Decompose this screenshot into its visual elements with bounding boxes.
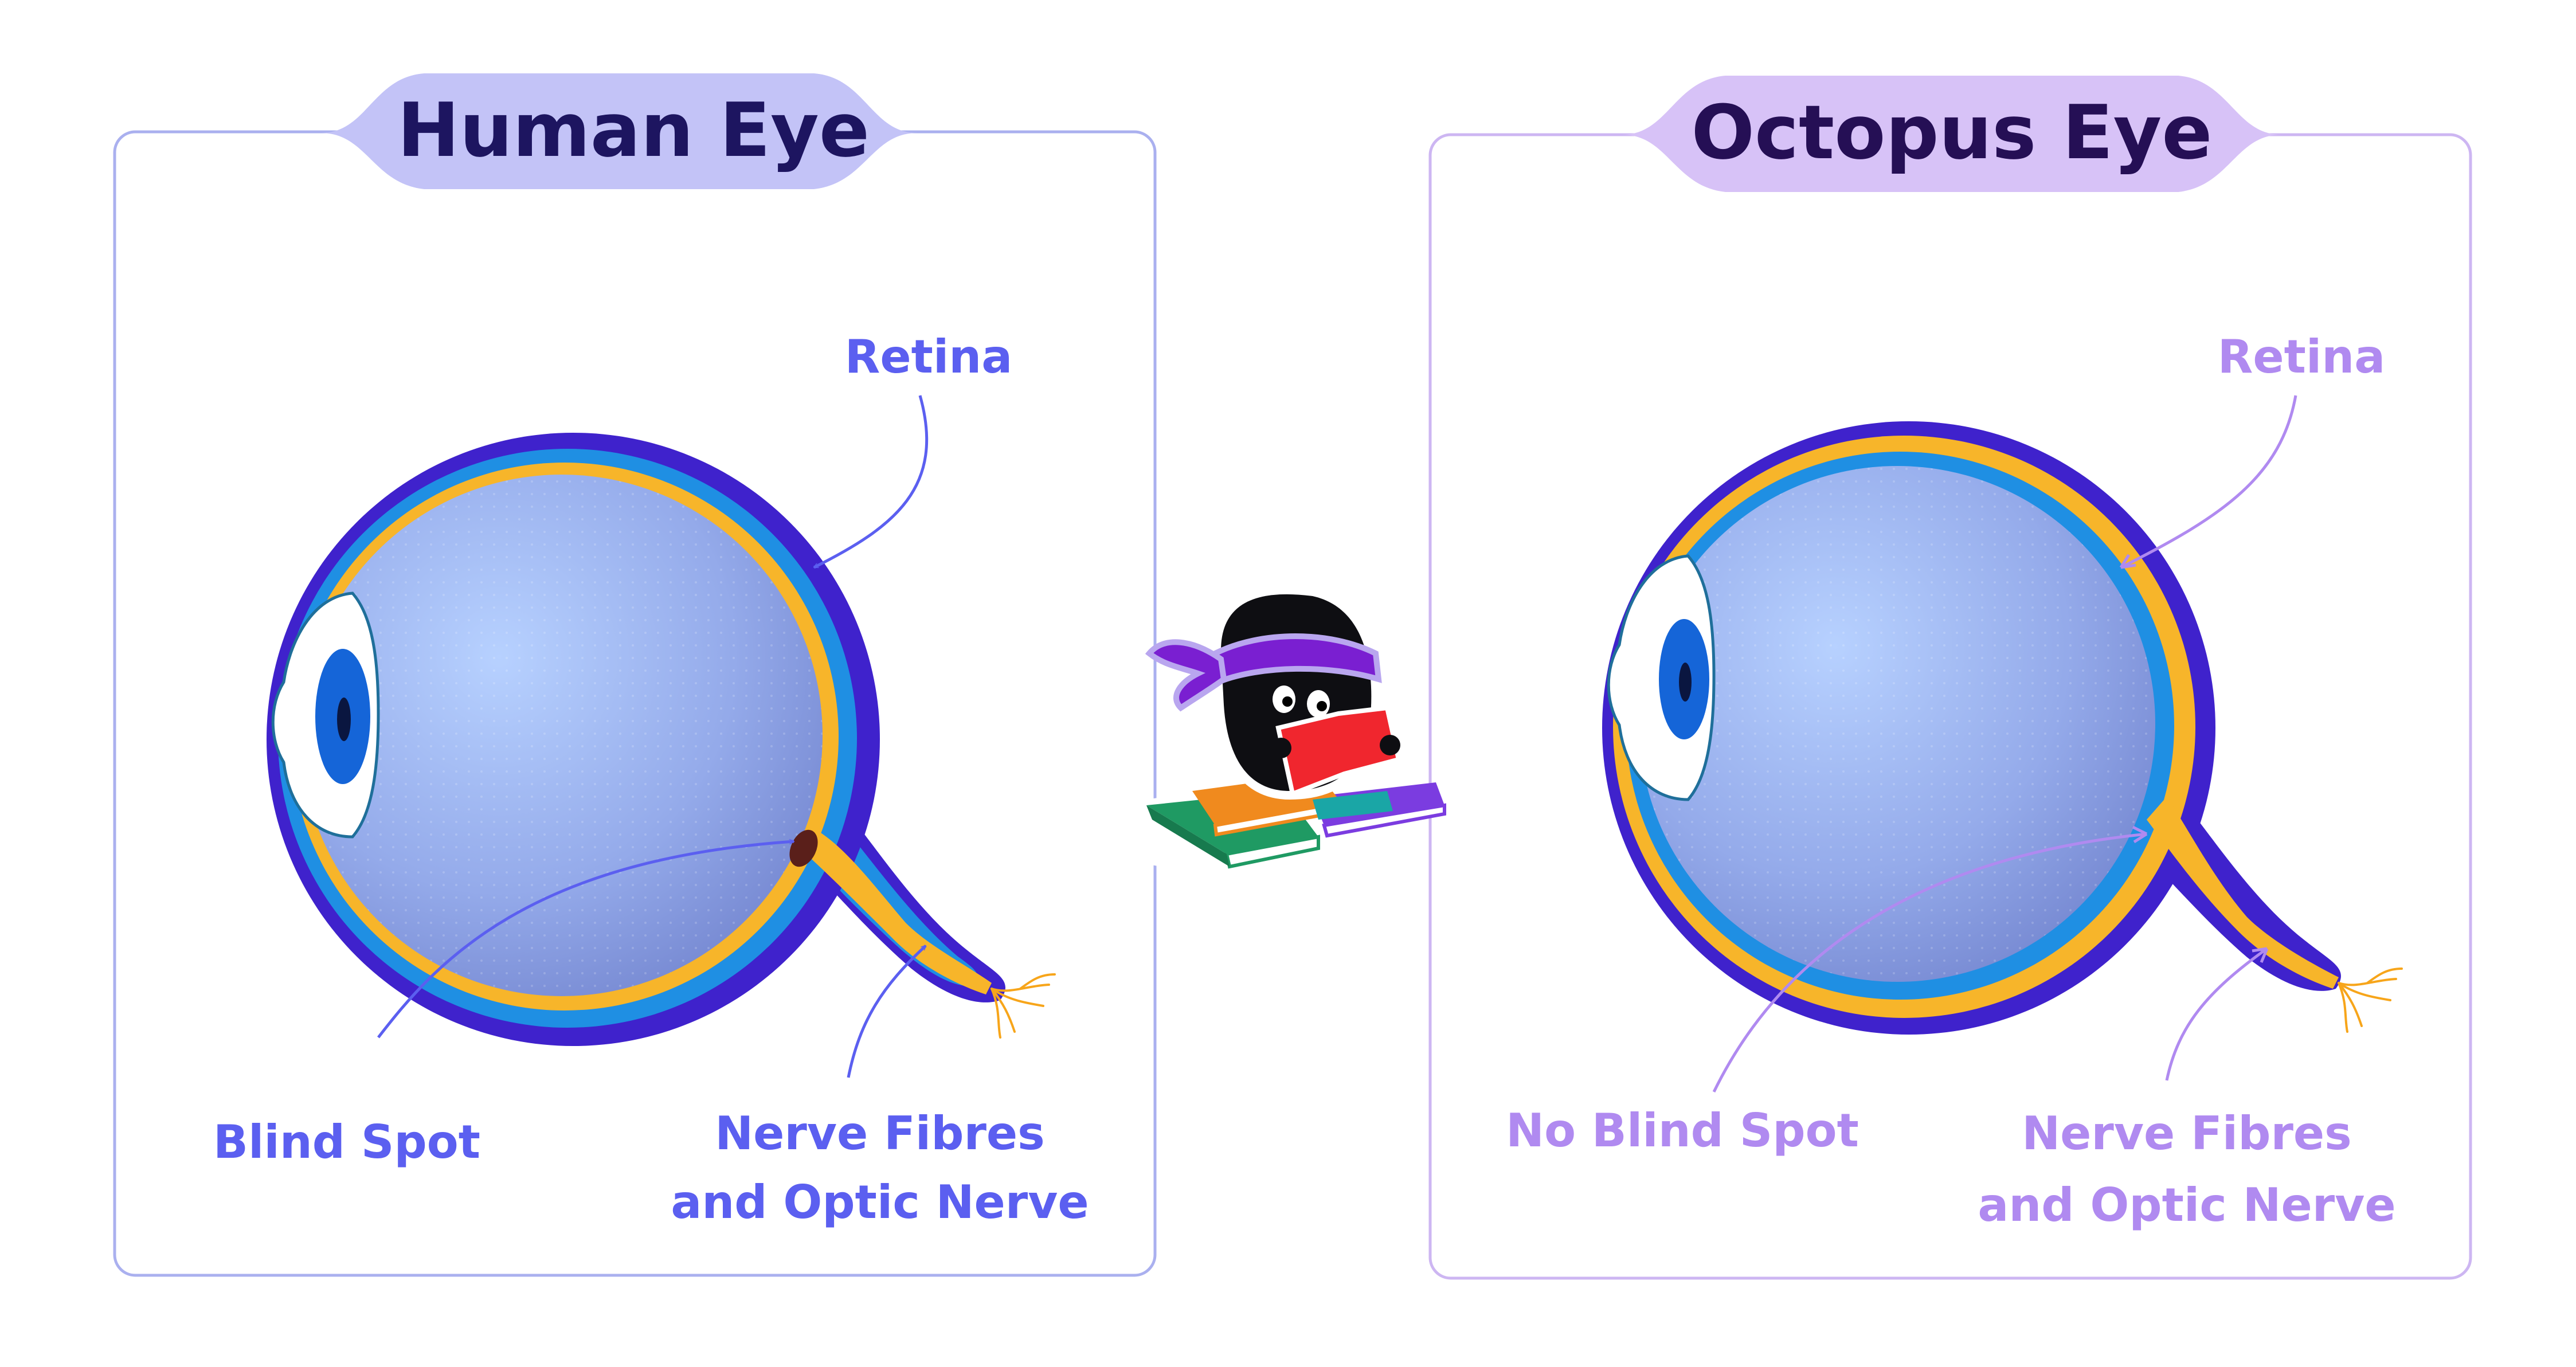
octopus-optic-nerve [2147, 797, 2339, 989]
octopus-panel-title: Octopus Eye [1692, 89, 2213, 176]
book-teal [1313, 791, 1393, 820]
human-blind-spot-arrow [377, 841, 794, 1039]
octopus-nerve-arrow [2165, 947, 2268, 1081]
human-optic-nerve [800, 825, 992, 994]
octopus-nerve-label-line1: Nerve Fibres [2022, 1107, 2352, 1160]
human-title-badge [321, 73, 917, 189]
human-blind-spot [789, 829, 818, 867]
mascot-headband [1212, 633, 1382, 687]
octopus-blind-spot-arrow [1712, 832, 2147, 1093]
human-eye-panel: Human Eye [113, 73, 1157, 1277]
octopus-retina-arrowhead [2119, 554, 2136, 569]
octopus-blind-spot-arrowhead [2132, 825, 2148, 844]
human-nerve-label-line2: and Optic Nerve [671, 1176, 1089, 1229]
octopus-retina-arrow [2120, 395, 2297, 569]
human-nerve-arrow [847, 945, 927, 1078]
octopus-retina-label: Retina [2218, 330, 2385, 383]
human-pupil [337, 698, 351, 741]
human-nerve-fibre-endings [991, 973, 1056, 1039]
octopus-pupil [1679, 663, 1692, 702]
human-nerve-label-line1: Nerve Fibres [715, 1107, 1045, 1160]
octopus-title-badge [1622, 76, 2281, 192]
octopus-blind-spot-label: No Blind Spot [1506, 1104, 1859, 1157]
human-retina-label: Retina [845, 330, 1012, 383]
octopus-eyeball [1602, 421, 2403, 1035]
human-optic-nerve-choroid [820, 825, 978, 986]
octopus-nerve-label-line2: and Optic Nerve [1978, 1178, 2395, 1232]
octopus-nerve-fibre-endings [2338, 968, 2403, 1033]
mascot-red-book [1275, 705, 1401, 797]
octopus-nerve-arrowhead [2252, 947, 2269, 963]
human-retina-arrow [814, 395, 929, 569]
human-panel-title: Human Eye [397, 87, 870, 174]
human-blind-spot-label: Blind Spot [213, 1115, 480, 1169]
octopus-eye-panel: Octopus Eye Retina N [1428, 76, 2472, 1280]
human-eyeball [267, 433, 1056, 1046]
reading-ninja-mascot-icon [1138, 585, 1446, 877]
